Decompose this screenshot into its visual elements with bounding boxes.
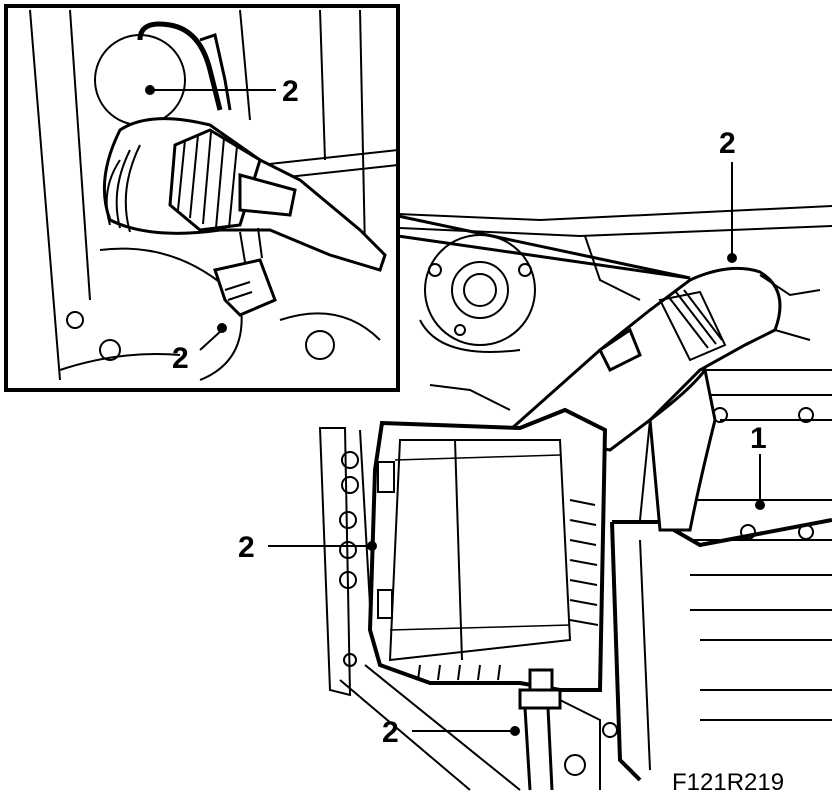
detail-inset [4,4,691,392]
callout-inset-top: 2 [282,75,299,108]
callout-airbox-left: 2 [238,531,255,564]
figure-reference: F121R219 [672,769,784,794]
callout-leaders [145,85,765,736]
air-intake-hose [506,266,821,532]
air-filter-box [367,407,608,692]
engine-bay-structure [318,205,832,791]
callout-engine: 1 [750,422,767,455]
leader-inset-bottom [199,329,223,351]
figref-backdrop [668,768,832,794]
breather-pipe [518,668,562,791]
callout-bottom-pipe: 2 [382,716,399,749]
callout-main-hose: 2 [719,127,736,160]
callout-inset-bottom: 2 [172,342,189,375]
